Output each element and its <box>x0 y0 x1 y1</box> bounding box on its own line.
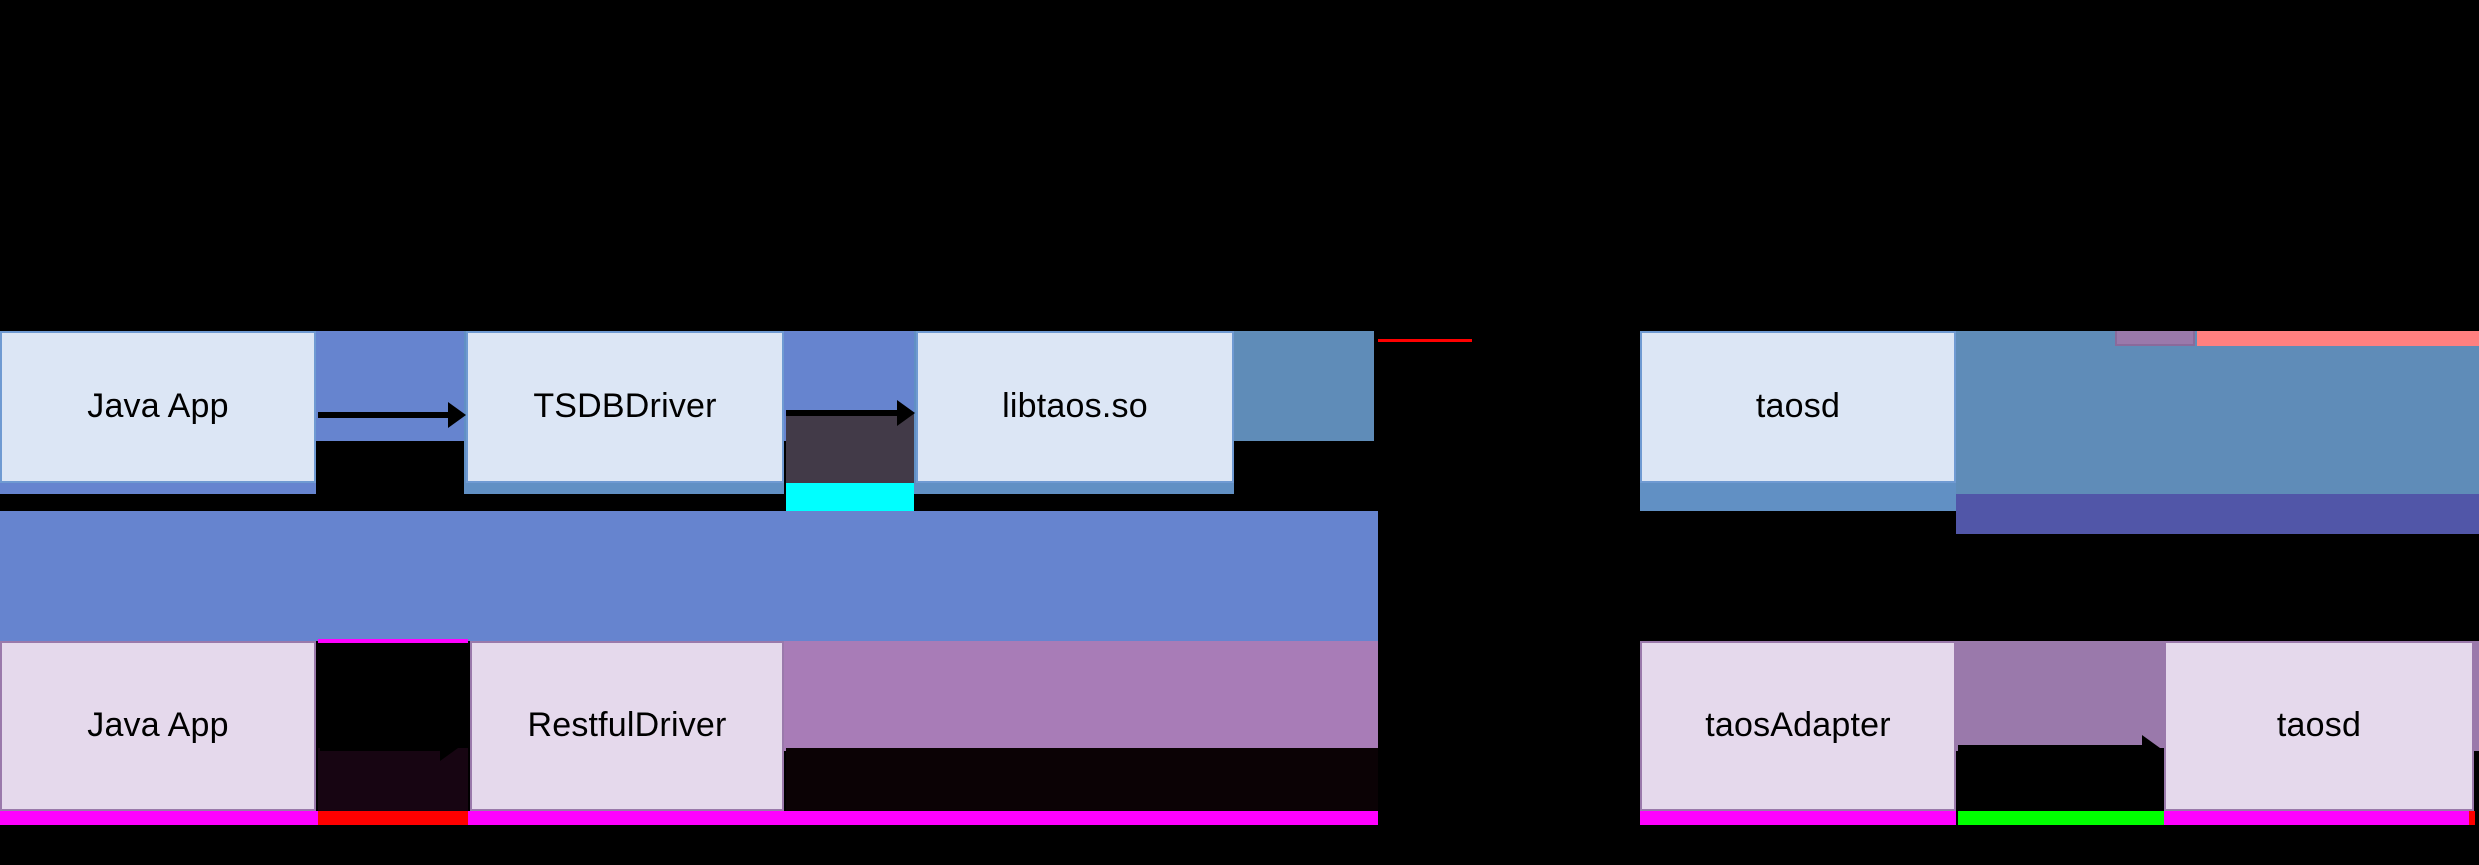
node-label: Java App <box>87 706 229 745</box>
occlusion-bottom-right <box>1378 825 2479 865</box>
node-native-taosd[interactable]: taosd <box>1640 331 1956 483</box>
node-label: libtaos.so <box>1002 387 1148 426</box>
node-label: taosAdapter <box>1705 706 1891 745</box>
connector-native-2-line <box>786 410 910 416</box>
occlusion-bottom-left <box>0 825 1378 865</box>
node-rest-java-app[interactable]: Java App <box>0 641 316 811</box>
node-label: taosd <box>2276 706 2362 745</box>
occlusion-native-right <box>1234 441 1378 511</box>
connector-native-2-arrowhead <box>897 400 915 426</box>
band-mid-periwinkle-slab <box>0 511 1378 641</box>
connector-native-3-arrowhead-top <box>1622 399 1640 425</box>
connector-rest-2-block <box>786 748 1378 811</box>
node-native-libtaos[interactable]: libtaos.so <box>916 331 1234 483</box>
node-rest-restfuldriver[interactable]: RestfulDriver <box>470 641 784 811</box>
occlusion-native-gap-2 <box>1378 331 1640 339</box>
connector-rest-3-line <box>1958 745 2154 751</box>
connector-rest-3-arrowhead <box>2142 735 2160 761</box>
occlusion-mid-right <box>1378 511 1956 641</box>
connector-rest-2-arrowhead-top <box>1620 735 1638 761</box>
node-label: RestfulDriver <box>527 706 727 745</box>
connector-native-2-block <box>786 413 914 483</box>
occlusion-native-mid-dark <box>316 441 464 511</box>
band-rest-taosadapter-magenta-underline <box>1640 811 1956 825</box>
band-native-taosd-underline <box>1640 483 1956 511</box>
connector-native-2-cyan-underline <box>786 483 914 511</box>
occlusion-native-gap-1 <box>1378 331 1640 511</box>
connector-native-1-line <box>318 412 458 418</box>
band-native-row-bg-mid1 <box>316 331 464 441</box>
node-native-java-app[interactable]: Java App <box>0 331 316 483</box>
connector-rest-1-line <box>320 745 450 751</box>
node-label: Java App <box>87 387 229 426</box>
node-label: TSDBDriver <box>533 387 717 426</box>
connector-rest-1-arrowhead <box>440 735 458 761</box>
node-native-tsdbdriver[interactable]: TSDBDriver <box>466 331 784 483</box>
band-native-right-slate <box>1956 331 2479 494</box>
node-rest-taosd[interactable]: taosd <box>2164 641 2474 811</box>
occlusion-legend-gap <box>0 0 2115 331</box>
connector-rest-3-block <box>1958 748 2170 811</box>
band-rest-row-bg-mid <box>784 641 1378 751</box>
band-native-row-bg-right <box>1234 331 1374 441</box>
connector-native-3-redline-top <box>1378 339 1472 342</box>
node-rest-taosadapter[interactable]: taosAdapter <box>1640 641 1956 811</box>
band-rest-taosd-red-tick <box>2469 811 2475 825</box>
connector-rest-1-magenta-topline <box>318 639 468 643</box>
connector-rest-3-green-underline <box>1958 811 2170 825</box>
connector-rest-1-red-underline <box>318 811 468 825</box>
node-label: taosd <box>1755 387 1841 426</box>
occlusion-far-right-bottom <box>1956 751 1958 865</box>
band-native-right-indigo <box>1956 494 2479 534</box>
connector-native-1-arrowhead <box>448 402 466 428</box>
band-rest-taosd-magenta-underline <box>2164 811 2469 825</box>
